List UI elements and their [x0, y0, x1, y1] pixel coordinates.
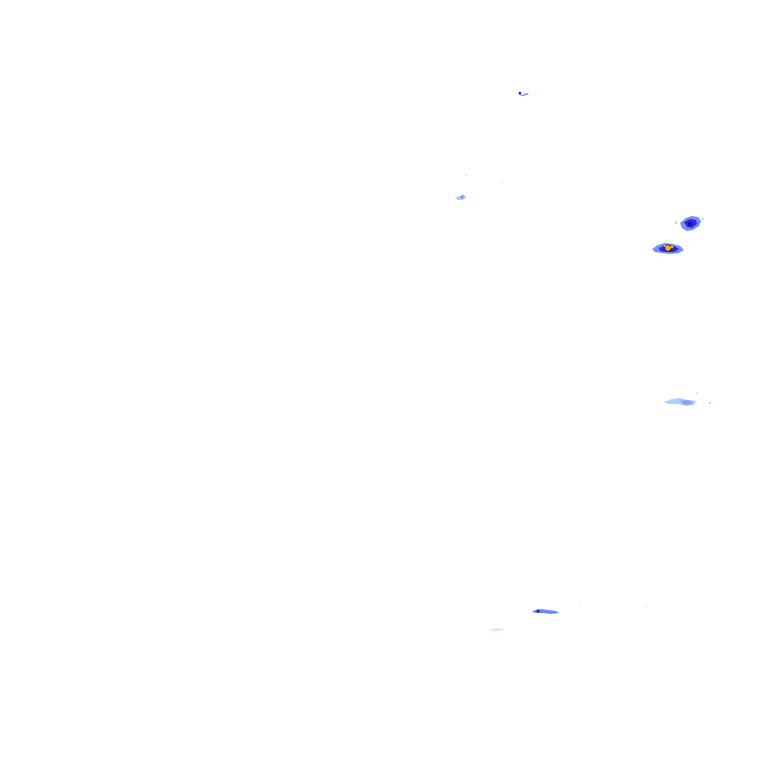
- echo-upper-middle: [455, 174, 502, 200]
- echo-east-middle: [664, 392, 715, 406]
- echo-east-upper: [674, 216, 704, 231]
- echo-south: [488, 602, 647, 631]
- echo-east-core: [652, 243, 684, 254]
- echo-north-small: [518, 91, 529, 96]
